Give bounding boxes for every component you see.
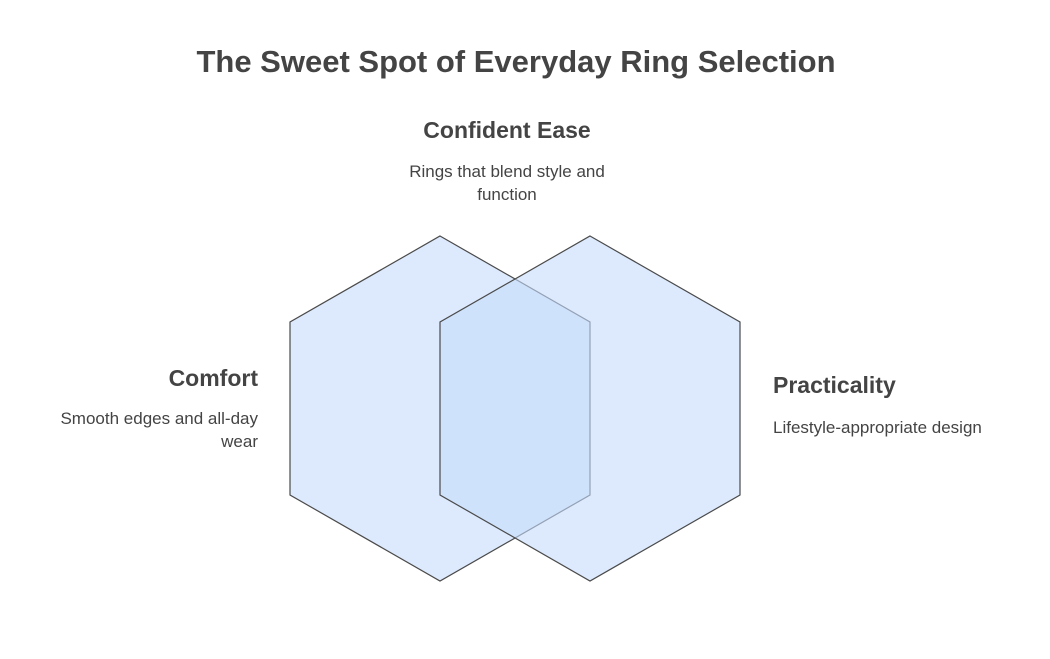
confident-ease-label: Confident Ease Rings that blend style an… [380,117,634,206]
practicality-hexagon [439,235,741,582]
confident-ease-description: Rings that blend style and function [409,162,605,204]
practicality-description: Lifestyle-appropriate design [773,418,982,437]
comfort-label: Comfort Smooth edges and all-day wear [20,365,258,453]
confident-ease-title: Confident Ease [423,117,591,143]
comfort-title: Comfort [168,365,258,391]
page-title: The Sweet Spot of Everyday Ring Selectio… [196,44,836,79]
practicality-title: Practicality [773,372,896,398]
practicality-label: Practicality Lifestyle-appropriate desig… [773,372,1043,439]
comfort-description: Smooth edges and all-day wear [60,409,258,451]
